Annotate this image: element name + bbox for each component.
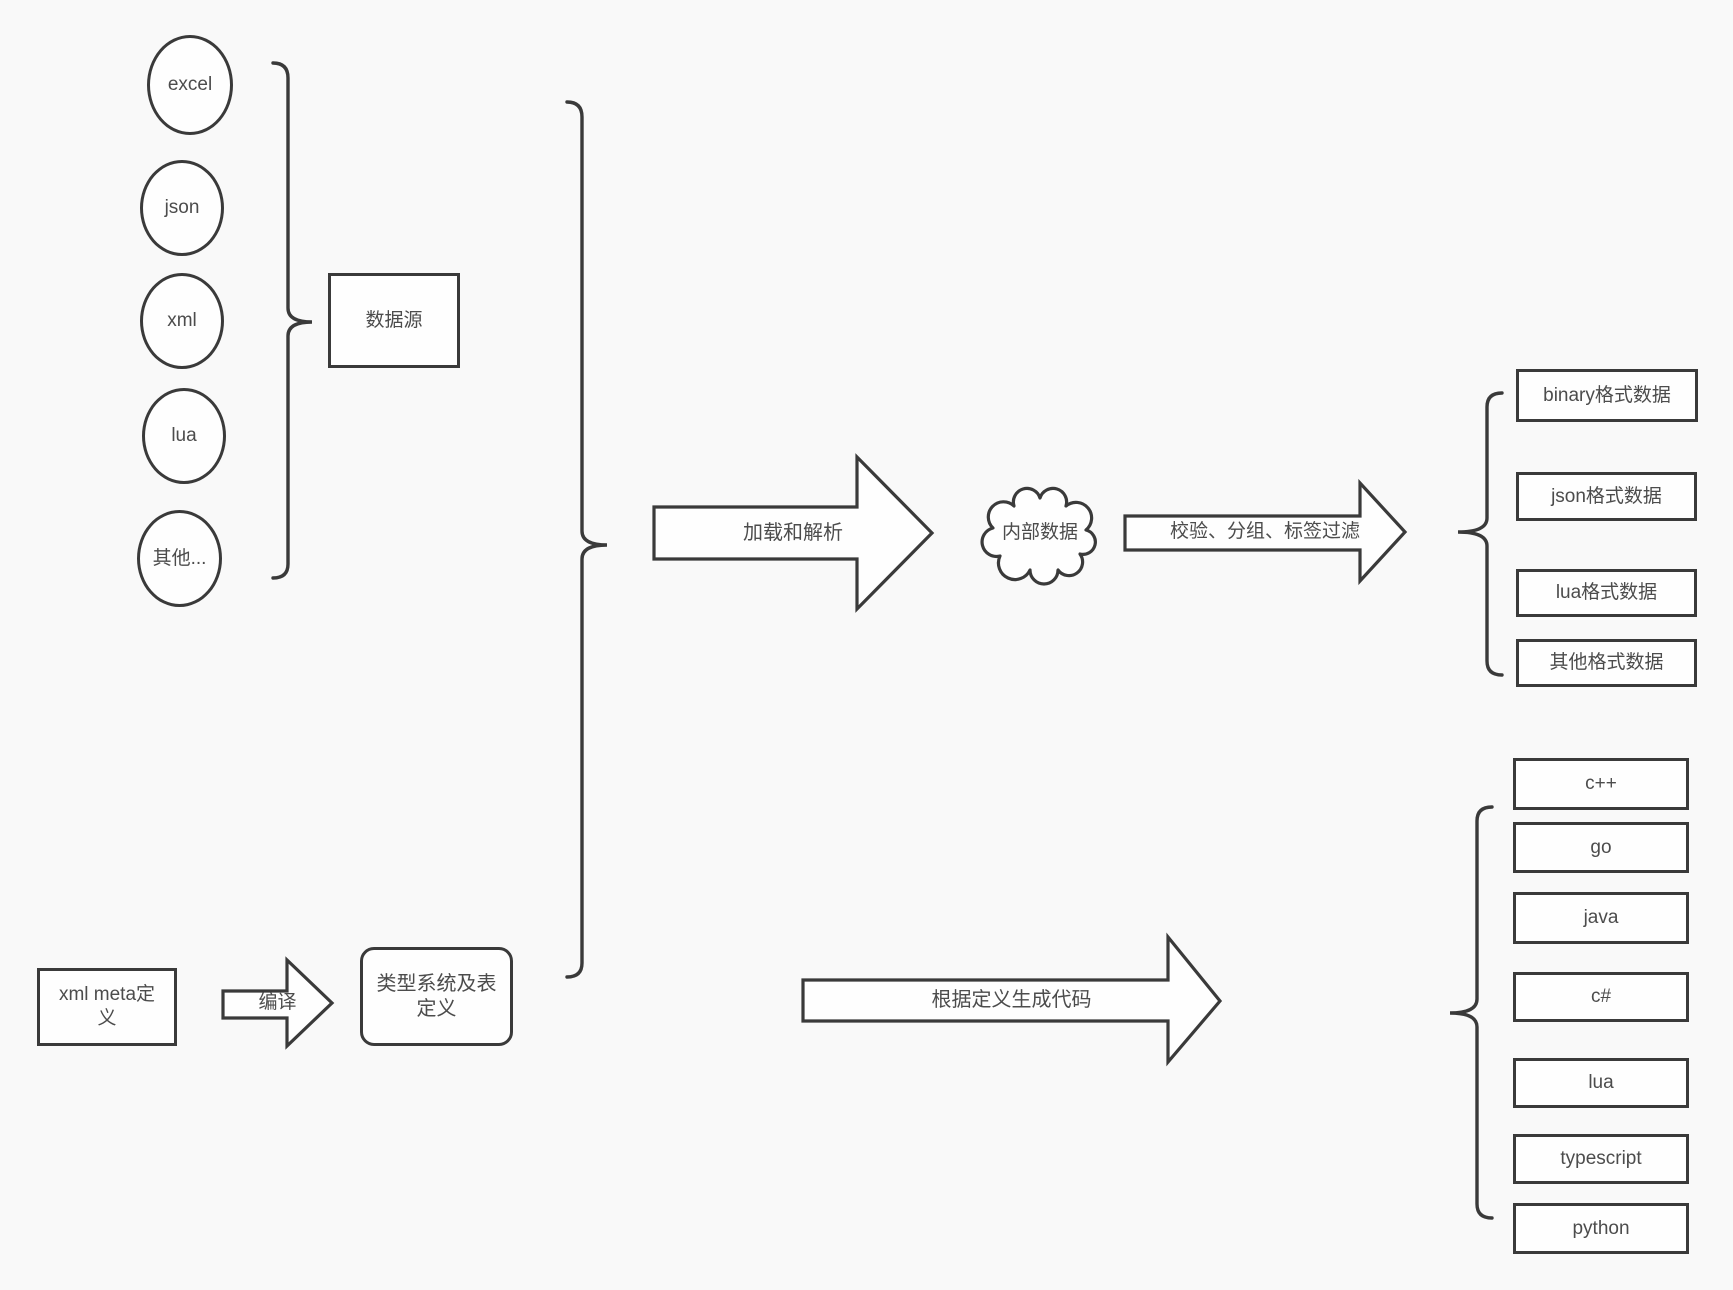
language-label: python — [1572, 1217, 1630, 1239]
source-node-lua: lua — [142, 388, 226, 484]
languages-brace — [1449, 805, 1494, 1220]
format-box-json: json格式数据 — [1516, 472, 1697, 521]
format-box-lua: lua格式数据 — [1516, 569, 1697, 617]
language-label: go — [1590, 836, 1612, 858]
language-box-typescript: typescript — [1513, 1134, 1689, 1184]
load-parse-arrow — [652, 453, 935, 613]
format-label: json格式数据 — [1551, 485, 1662, 507]
language-box-java: java — [1513, 892, 1689, 944]
source-node-label: excel — [167, 74, 213, 96]
language-box-cpp: c++ — [1513, 758, 1689, 810]
language-label: c++ — [1585, 773, 1617, 795]
format-label: binary格式数据 — [1543, 384, 1671, 406]
format-label: 其他格式数据 — [1549, 652, 1664, 674]
main-input-brace — [565, 100, 608, 979]
format-box-other: 其他格式数据 — [1516, 639, 1697, 687]
source-node-excel: excel — [147, 35, 233, 135]
data-source-label: 数据源 — [365, 309, 423, 331]
filter-arrow — [1123, 478, 1408, 586]
compile-arrow — [221, 956, 335, 1050]
language-box-go: go — [1513, 822, 1689, 873]
source-node-xml: xml — [140, 273, 224, 369]
formats-brace — [1457, 391, 1504, 677]
source-node-label: 其他... — [152, 547, 207, 569]
source-node-label: lua — [171, 425, 197, 447]
source-node-label: json — [164, 197, 200, 219]
internal-data-cloud — [980, 486, 1097, 586]
language-box-lua: lua — [1513, 1058, 1689, 1108]
language-label: java — [1583, 907, 1619, 929]
type-system-box: 类型系统及表定义 — [360, 947, 513, 1046]
language-label: typescript — [1560, 1148, 1642, 1170]
type-system-label: 类型系统及表定义 — [376, 972, 497, 1020]
source-node-label: xml — [167, 310, 197, 332]
xml-meta-label: xml meta定义 — [58, 984, 156, 1029]
language-label: c# — [1590, 986, 1612, 1008]
codegen-arrow — [801, 932, 1223, 1067]
format-label: lua格式数据 — [1555, 582, 1658, 604]
data-source-box: 数据源 — [328, 273, 460, 368]
language-label: lua — [1588, 1072, 1614, 1094]
source-node-json: json — [140, 160, 224, 256]
source-node-other: 其他... — [137, 510, 222, 607]
language-box-python: python — [1513, 1203, 1689, 1254]
source-group-brace — [271, 61, 313, 580]
format-box-binary: binary格式数据 — [1516, 369, 1698, 422]
xml-meta-box: xml meta定义 — [37, 968, 177, 1046]
language-box-csharp: c# — [1513, 972, 1689, 1022]
